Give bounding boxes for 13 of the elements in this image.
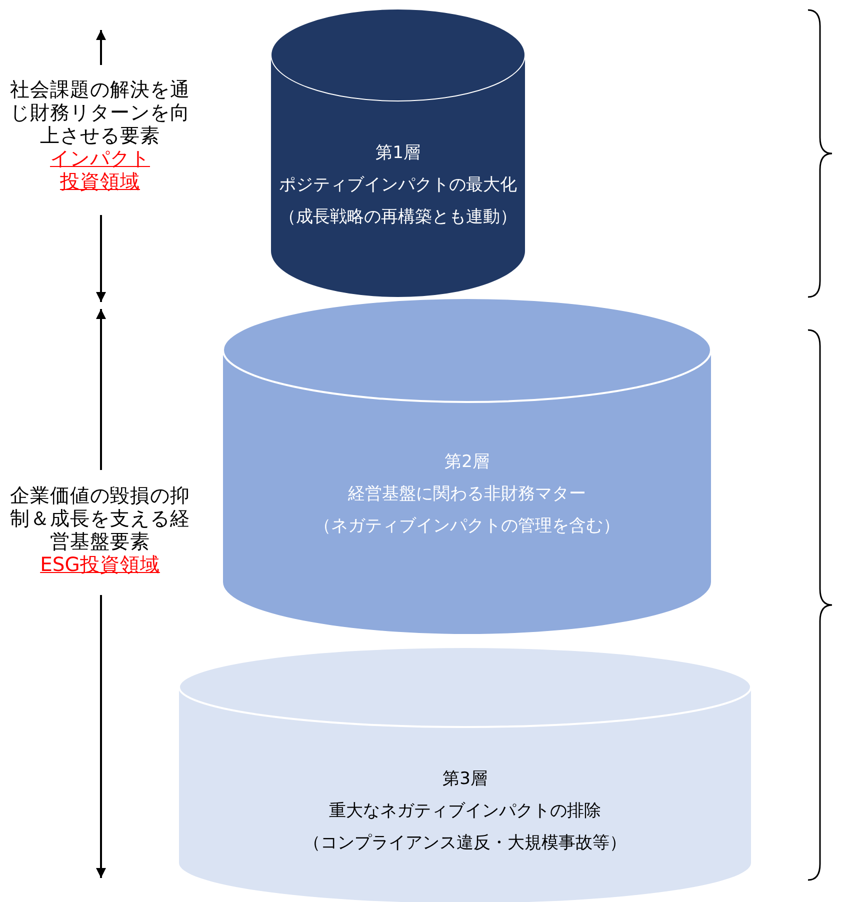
layer-heading: 経営基盤に関わる非財務マター — [348, 483, 586, 506]
layer-title: 第1層 — [376, 142, 420, 165]
highlighted-term: ESG投資領域 — [40, 553, 160, 576]
layer-note: （成長戦略の再構築とも連動） — [279, 206, 517, 229]
layer-heading: ポジティブインパクトの最大化 — [279, 174, 517, 197]
side-note: 企業価値の毀損の抑制＆成長を支える経営基盤要素 — [10, 484, 190, 553]
layer-heading: 重大なネガティブインパクトの排除 — [329, 800, 601, 823]
side-note: 社会課題の解決を通じ財務リターンを向上させる要素 — [10, 78, 190, 147]
layer-note: （ネガティブインパクトの管理を含む） — [314, 515, 620, 538]
layer-title: 第3層 — [442, 768, 488, 791]
layer-note: （コンプライアンス違反・大規模事故等） — [304, 832, 626, 855]
layer-title: 第2層 — [444, 451, 490, 474]
highlighted-term: インパクト投資領域 — [50, 147, 150, 193]
